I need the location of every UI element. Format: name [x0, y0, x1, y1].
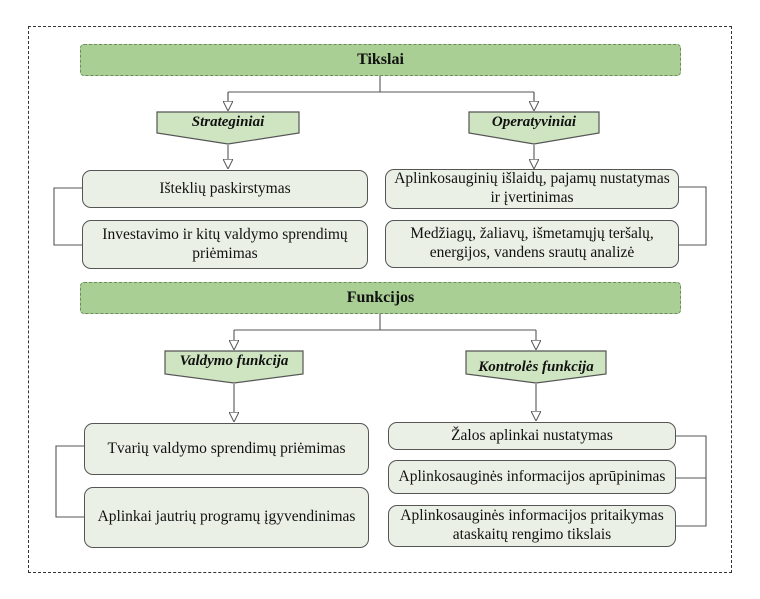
branch-operatyviniai: Operatyviniai [468, 111, 600, 145]
diagram-frame [28, 26, 732, 573]
bracket-strateginiai [53, 187, 82, 246]
item-programu-igyvendinimas: Aplinkai jautrių programų įgyvendinimas [84, 487, 369, 548]
branch-label: Valdymo funkcija [179, 352, 289, 369]
bracket-kontroles [676, 435, 707, 527]
item-informacijos-pritaikymas: Aplinkosauginės informacijos pritaikymas… [388, 505, 676, 547]
branch-label: Operatyviniai [491, 113, 577, 130]
item-tvariu-sprendimu-priemimas: Tvarių valdymo sprendimų priėmimas [84, 423, 369, 475]
item-zalos-nustatymas: Žalos aplinkai nustatymas [388, 422, 676, 450]
item-islaidu-pajamu-nustatymas: Aplinkosauginių išlaidų, pajamų nustatym… [385, 169, 679, 209]
item-isdekliu-paskirstymas: Išteklių paskirstymas [82, 170, 368, 208]
connector-tikslai [227, 76, 535, 108]
section-header-funkcijos: Funkcijos [80, 282, 681, 314]
item-investavimo-sprendimai: Investavimo ir kitų valdymo sprendimų pr… [82, 220, 368, 269]
bracket-operatyviniai [678, 186, 707, 246]
branch-strateginiai: Strateginiai [156, 111, 300, 145]
branch-valdymo-funkcija: Valdymo funkcija [164, 350, 304, 384]
branch-label: Kontrolės funkcija [478, 358, 594, 375]
branch-label: Strateginiai [191, 113, 265, 130]
bracket-valdymo [55, 445, 84, 518]
branch-kontroles-funkcija: Kontrolės funkcija [465, 350, 607, 384]
connector-funkcijos [234, 314, 536, 331]
section-header-tikslai: Tikslai [80, 44, 681, 76]
item-informacijos-aprupinimas: Aplinkosauginės informacijos aprūpinimas [388, 460, 676, 494]
item-srautu-analize: Medžiagų, žaliavų, išmetamųjų teršalų, e… [385, 220, 679, 268]
